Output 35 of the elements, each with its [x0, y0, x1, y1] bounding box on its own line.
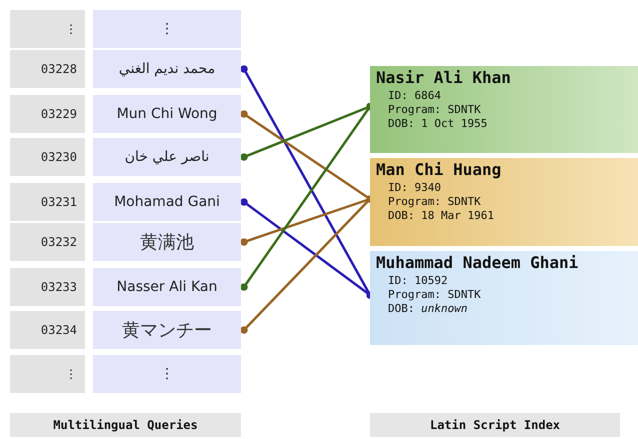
id-cell: 03233 — [10, 268, 85, 306]
record-field: DOB: 1 Oct 1955 — [388, 117, 632, 131]
query-name-cell: Nasser Ali Kan — [93, 268, 241, 306]
record-field: Program: SDNTK — [388, 103, 632, 117]
id-cell: 03229 — [10, 95, 85, 133]
id-cell: 03228 — [10, 50, 85, 88]
index-record-card — [370, 158, 638, 246]
record-field: DOB: unknown — [388, 302, 632, 316]
column-caption: Multilingual Queries — [10, 413, 241, 437]
column-caption: Latin Script Index — [370, 413, 620, 437]
id-cell: 03230 — [10, 138, 85, 176]
id-cell: ⋮ — [10, 355, 85, 393]
id-cell: ⋮ — [10, 10, 85, 48]
id-cell: 03234 — [10, 311, 85, 349]
record-name: Man Chi Huang — [376, 160, 502, 179]
record-name: Nasir Ali Khan — [376, 68, 512, 87]
record-field: ID: 6864 — [388, 89, 632, 103]
record-field: Program: SDNTK — [388, 288, 632, 302]
record-field: Program: SDNTK — [388, 195, 632, 209]
id-cell: 03232 — [10, 223, 85, 261]
record-field: ID: 9340 — [388, 181, 632, 195]
query-name-cell: 黄マンチー — [93, 311, 241, 349]
index-record-card — [370, 251, 638, 345]
query-name-cell: 黄满池 — [93, 223, 241, 261]
query-name-cell: ناصر علي خان — [93, 138, 241, 176]
query-name-cell: Mohamad Gani — [93, 183, 241, 221]
id-cell: 03231 — [10, 183, 85, 221]
record-field: ID: 10592 — [388, 274, 632, 288]
query-name-cell: ⋮ — [93, 10, 241, 48]
index-record-card — [370, 66, 638, 153]
query-name-cell: محمد نديم الغني — [93, 50, 241, 88]
query-name-cell: Mun Chi Wong — [93, 95, 241, 133]
query-name-cell: ⋮ — [93, 355, 241, 393]
record-name: Muhammad Nadeem Ghani — [376, 253, 580, 272]
record-field: DOB: 18 Mar 1961 — [388, 209, 632, 223]
